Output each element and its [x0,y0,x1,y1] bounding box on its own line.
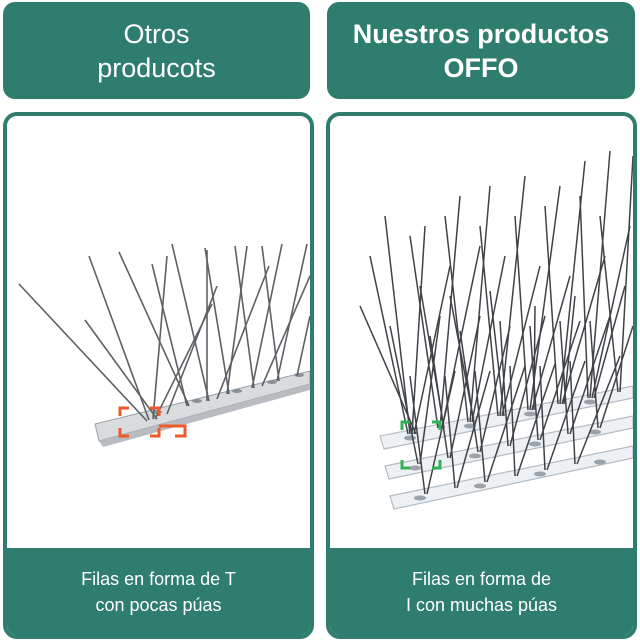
our-products-title-line1: Nuestros productos [352,18,610,49]
our-products-header: Nuestros productos OFFO [327,2,635,99]
other-products-caption-line2: con pocas púas [95,594,222,615]
our-products-caption-line1: Filas en forma de [411,568,552,589]
other-products-caption: Filas en forma de T con pocas púas [7,548,310,635]
other-products-caption-line1: Filas en forma de T [81,568,236,589]
our-products-caption: Filas en forma de I con muchas púas [330,548,633,635]
multi-row-spikes-icon [359,150,633,510]
our-products-title-line2: OFFO [443,52,519,83]
single-row-spikes-icon [18,243,310,447]
other-products-title-line2: producots [97,52,216,83]
other-products-panel: Filas en forma de T con pocas púas [3,112,314,639]
our-products-panel: Filas en forma de I con muchas púas [326,112,637,639]
other-products-title-line1: Otros [123,18,190,49]
other-products-header: Otros producots [3,2,310,99]
our-products-caption-line2: I con muchas púas [405,594,558,615]
